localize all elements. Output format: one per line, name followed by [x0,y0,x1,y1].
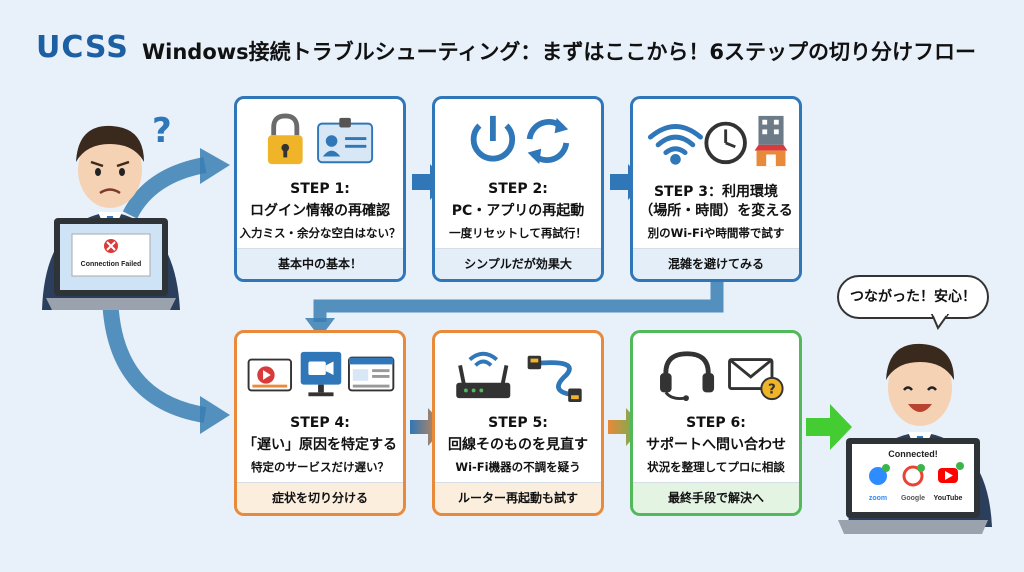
step-1-subtitle: 入力ミス・余分な空白はない？ [239,226,401,240]
arrow-user-to-step1 [122,157,207,219]
right-laptop: Connected! zoom Google YouTube [838,438,988,538]
step-6-label: STEP 6: [686,415,746,431]
power-icon [470,115,516,162]
step-6-subtitle: 状況を整理してプロに相談 [647,460,785,474]
page-title: Windows接続トラブルシューティング：まずはここから！6ステップの切り分けフ… [142,40,977,64]
step-2-title: PC・アプリの再起動 [451,203,585,219]
step-3-label: STEP 3：利用環境 [653,184,779,200]
step-4-title: 「遅い」原因を特定する [243,437,397,453]
mail-question-icon: ? [728,358,784,401]
step-2-footer: シンプルだが効果大 [435,248,601,279]
zoom-label: zoom [869,495,887,502]
step-card-2: STEP 2: PC・アプリの再起動 一度リセットして再試行！ シンプルだが効果… [432,96,604,282]
left-laptop: Connection Failed [46,218,176,314]
zoom-app-icon [869,467,887,485]
step-2-label: STEP 2: [488,181,548,197]
step-5-footer: ルーター再起動も試す [435,482,601,513]
step-6-footer: 最終手段で解決へ [633,482,799,513]
step-5-title: 回線そのものを見直す [448,437,588,453]
headset-icon [660,351,715,402]
arrow-step3-to-step4 [313,282,724,322]
speech-tail [930,314,950,330]
google-app-icon [902,465,924,487]
step-1-title: ログイン情報の再確認 [250,203,390,219]
step-1-footer: 基本中の基本！ [237,248,403,279]
padlock-icon [267,113,303,165]
web-page-icon [347,356,395,392]
connection-failed-text: Connection Failed [81,261,142,268]
step-4-label: STEP 4: [290,415,350,431]
clock-icon [704,121,747,165]
step-card-3: STEP 3：利用環境 （場所・時間）を変える 別のWi-Fiや時間帯で試す 混… [630,96,802,282]
step-5-subtitle: Wi-Fi機器の不調を疑う [455,460,581,474]
step-5-label: STEP 5: [488,415,548,431]
step-card-6: ? STEP 6: サポートへ問い合わせ 状況を整理してプロに相談 最終手段で解… [630,330,802,516]
step-card-1: STEP 1: ログイン情報の再確認 入力ミス・余分な空白はない？ 基本中の基本… [234,96,406,282]
video-play-icon [247,358,293,392]
arrow-step6-user [806,404,852,450]
step-3-subtitle: 別のWi-Fiや時間帯で試す [647,226,785,240]
arrow-head-step4 [200,396,230,434]
wifi-icon [647,124,703,165]
step-2-subtitle: 一度リセットして再試行！ [449,226,587,240]
step-3-footer: 混雑を避けてみる [633,248,799,279]
svg-text:?: ? [768,381,776,397]
step-card-5: STEP 5: 回線そのものを見直す Wi-Fi機器の不調を疑う ルーター再起動… [432,330,604,516]
google-label: Google [901,495,925,502]
step-6-title: サポートへ問い合わせ [646,437,786,453]
id-card-icon [317,117,374,164]
question-mark: ? [152,111,172,151]
step-4-footer: 症状を切り分ける [237,482,403,513]
troubled-user: ? Connection Failed [30,100,200,320]
step-4-subtitle: 特定のサービスだけ遅い？ [251,460,389,474]
youtube-label: YouTube [934,495,963,502]
router-icon [456,351,511,399]
step-3-title: （場所・時間）を変える [639,203,793,219]
speech-bubble: つながった！安心！ [837,275,989,319]
video-camera-icon [300,351,342,397]
arrow-head-step1 [200,148,230,184]
brand-logo: UCSS [36,30,129,65]
building-icon [754,115,788,167]
arrow-head-down-step4 [305,318,335,338]
ethernet-cable-icon [527,355,582,403]
refresh-icon [526,117,570,165]
connected-text: Connected! [888,449,938,459]
step-1-label: STEP 1: [290,181,350,197]
step-card-4: STEP 4: 「遅い」原因を特定する 特定のサービスだけ遅い？ 症状を切り分け… [234,330,406,516]
arrow-user-to-step4 [102,294,207,423]
happy-user: Connected! zoom Google YouTube [838,322,1008,542]
